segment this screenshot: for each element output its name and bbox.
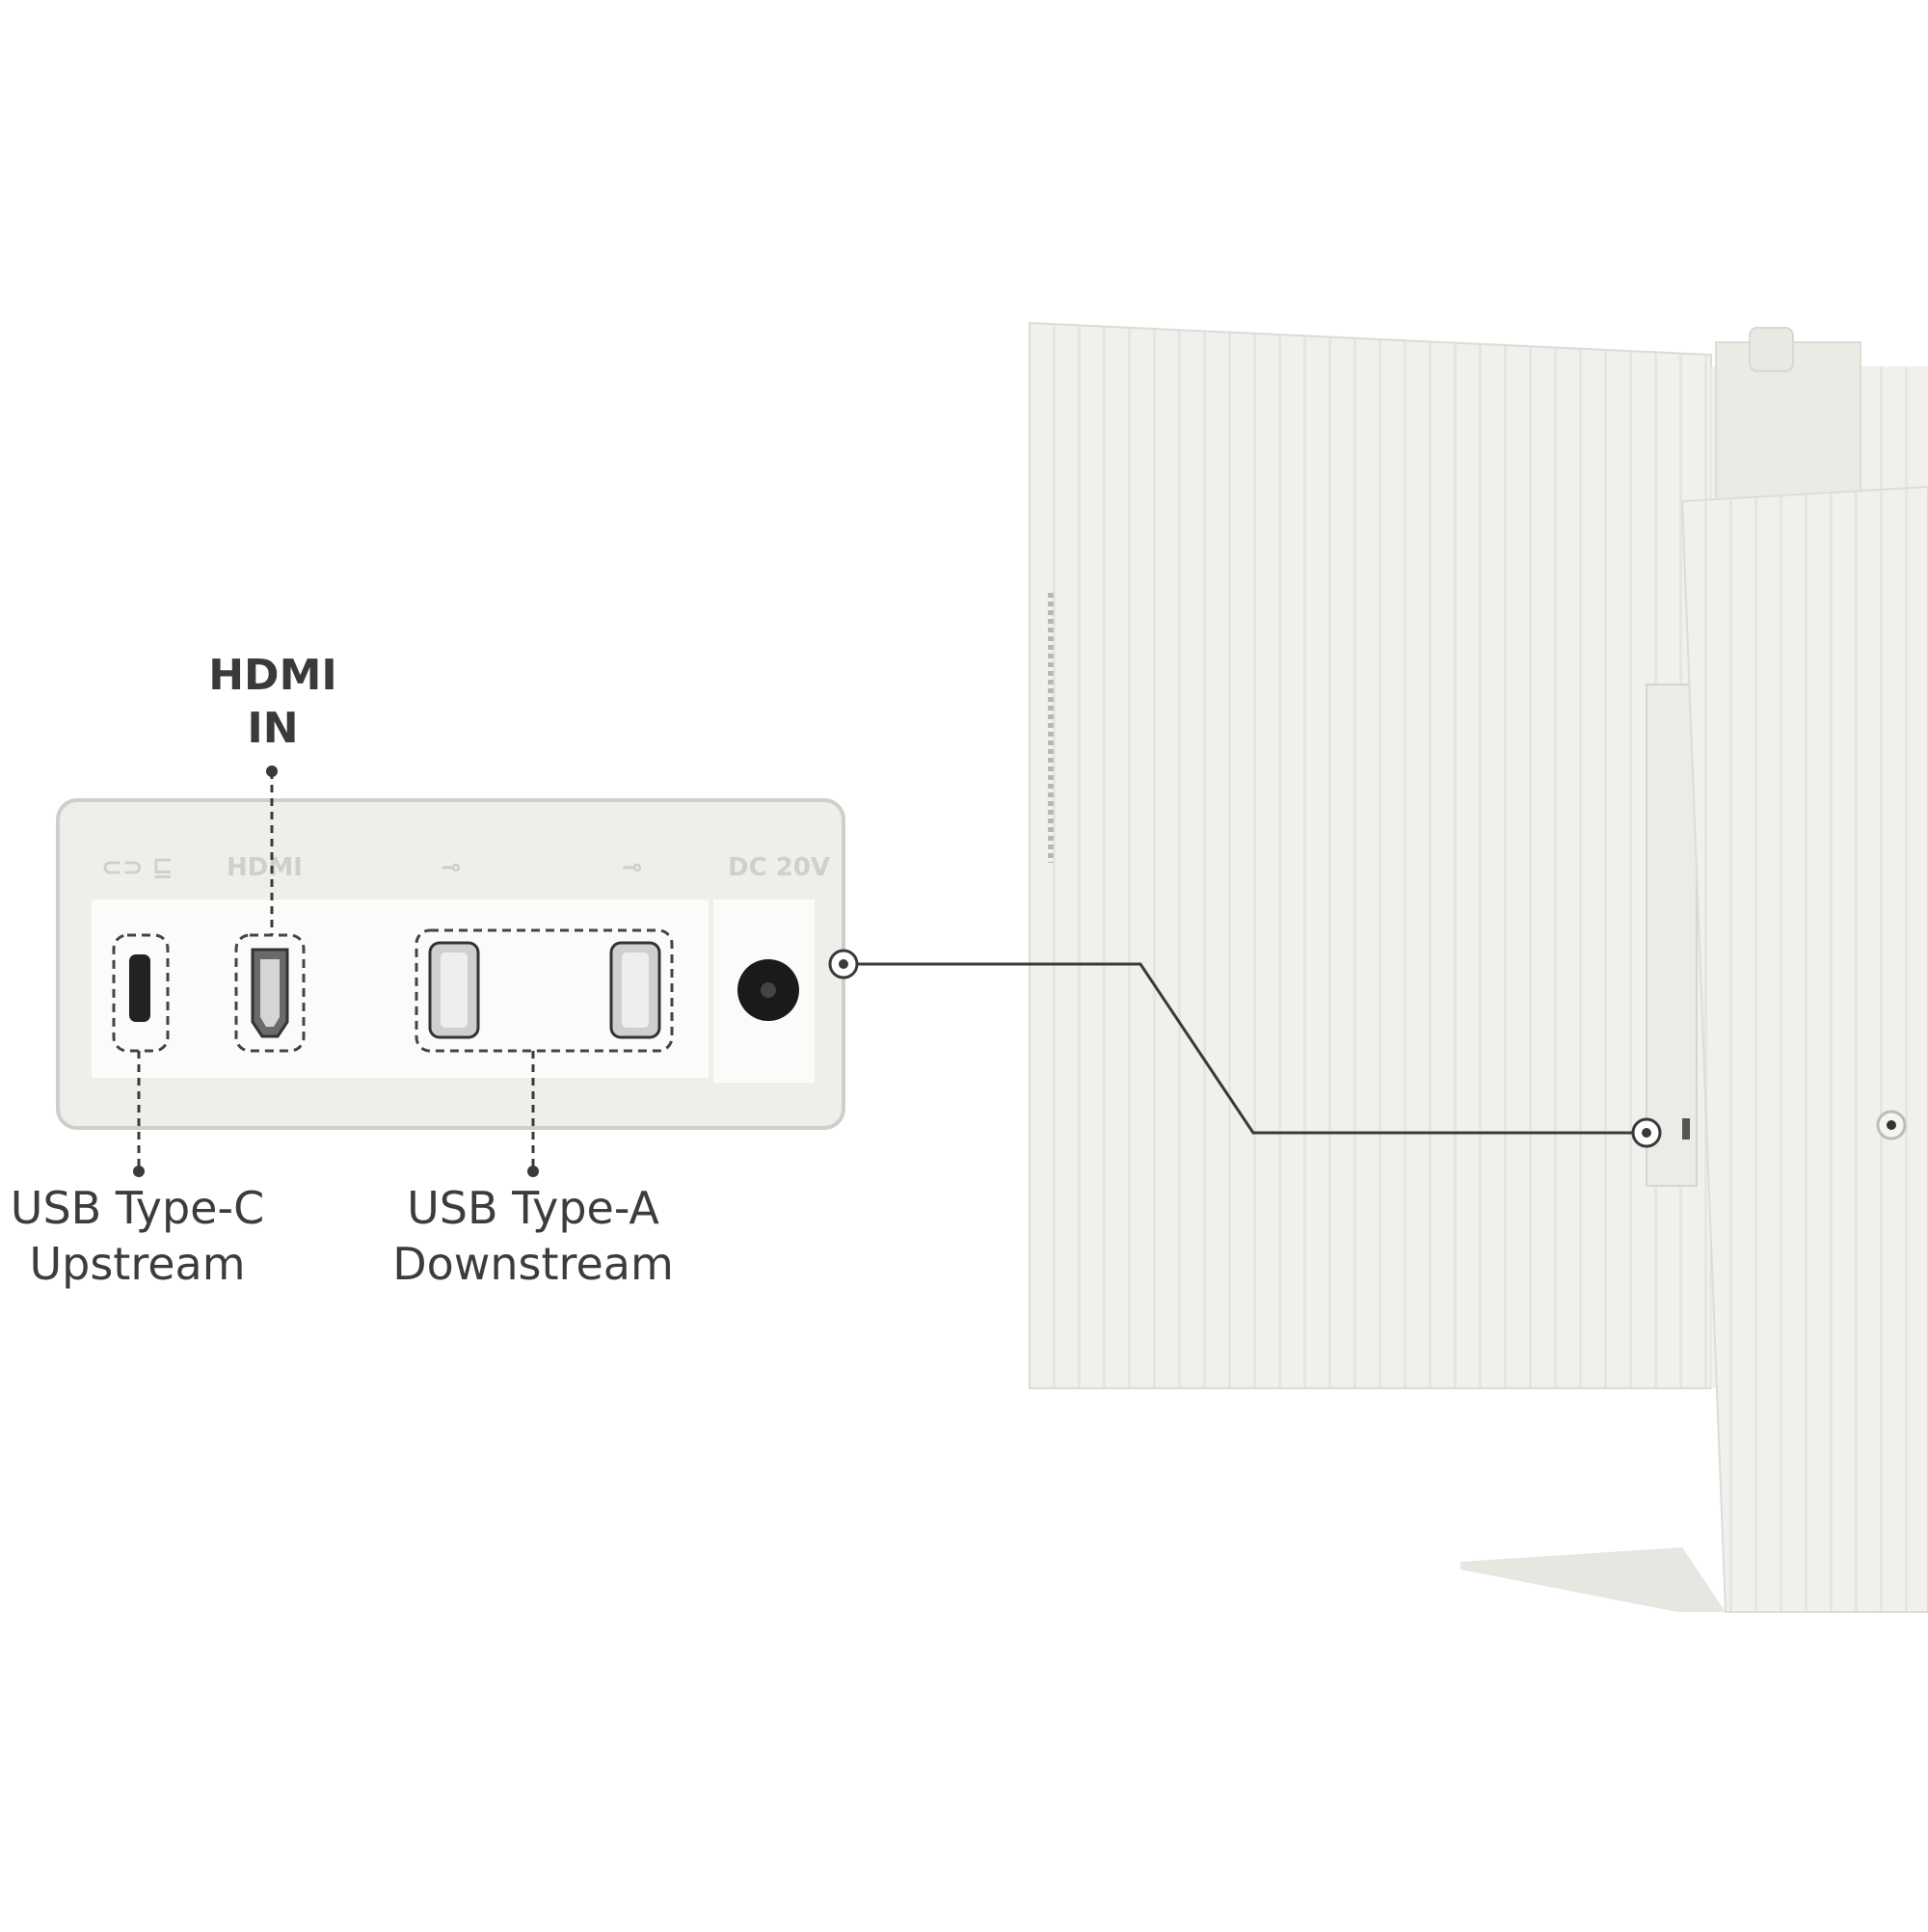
usb-a-marking-icon-2: ⊸: [622, 853, 643, 882]
hdmi-port-icon: [234, 933, 306, 1053]
monitor-usbc-port: [1682, 1118, 1690, 1140]
usb-c-port-icon: [112, 933, 170, 1053]
usb-a-port-icon: [415, 928, 674, 1053]
usb-a-marking-icon-1: ⊸: [441, 853, 462, 882]
usba-label-line1: USB Type-A: [407, 1182, 659, 1234]
panel-to-monitor-connector: [844, 962, 1647, 1135]
stand-base: [1460, 1547, 1726, 1612]
camera-knob: [1749, 327, 1794, 372]
monitor-back: [1029, 321, 1928, 1613]
stand-column: [1680, 485, 1928, 1613]
connector-end-marker: [1631, 1117, 1662, 1148]
usbc-marking-icon: ⊂⊃ ⊑: [101, 853, 173, 882]
hdmi-marking: HDMI: [227, 853, 303, 882]
stand-knob-dot: [1887, 1120, 1896, 1130]
usb-c-upstream-label: USB Type-C Upstream: [0, 1181, 275, 1292]
monitor-port-bay: [1646, 684, 1698, 1187]
hdmi-label-line1: HDMI: [208, 651, 337, 700]
dc-power-port-icon: [737, 959, 799, 1021]
usbc-label-line1: USB Type-C: [10, 1182, 265, 1234]
usb-a-downstream-label: USB Type-A Downstream: [374, 1181, 692, 1292]
leader-lines: [137, 771, 1647, 1171]
hdmi-label-line2: IN: [247, 704, 299, 753]
usbc-leader-dot: [133, 1166, 145, 1177]
monitor-panel: [1029, 321, 1712, 1389]
hdmi-in-label: HDMI IN: [176, 649, 369, 755]
usba-leader-dot: [527, 1166, 539, 1177]
usbc-label-line2: Upstream: [29, 1237, 246, 1290]
connector-start-marker: [828, 949, 859, 979]
usba-label-line2: Downstream: [392, 1237, 674, 1290]
dc-marking: DC 20V: [728, 853, 830, 882]
port-panel-detail: ⊂⊃ ⊑ HDMI ⊸ ⊸ DC 20V: [56, 798, 845, 1130]
hdmi-leader-dot: [266, 765, 278, 777]
